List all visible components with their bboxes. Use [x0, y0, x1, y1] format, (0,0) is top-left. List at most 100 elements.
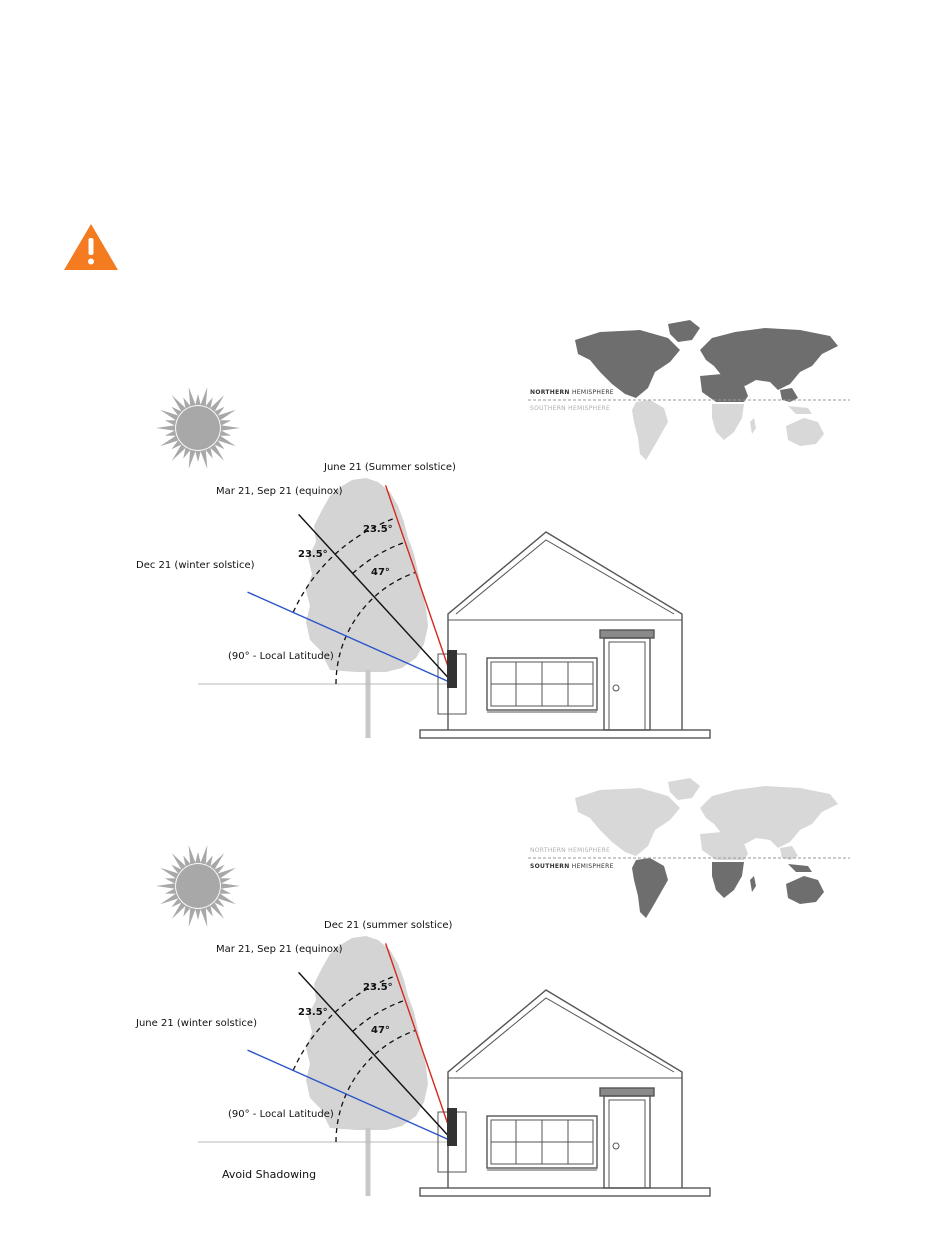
angle-lower-label: 23.5° — [298, 549, 328, 560]
sun-ray — [214, 440, 225, 450]
tree-icon — [306, 936, 428, 1196]
southern-hemisphere-label: SOUTHERN HEMISPHERE — [530, 863, 614, 870]
sun-ray — [188, 449, 196, 469]
northern-hemisphere-panel: NORTHERN HEMISPHERE SOUTHERN HEMISPHERE — [0, 310, 950, 780]
angle-total-label: 47° — [371, 1025, 390, 1036]
equinox-ray — [298, 971, 455, 1143]
sun-ray — [200, 387, 208, 407]
sun-ray — [171, 864, 182, 874]
sun-ray — [160, 435, 179, 447]
world-map: NORTHERN HEMISPHERE SOUTHERN HEMISPHERE — [528, 778, 850, 918]
orientation-diagram: NORTHERN HEMISPHERE SOUTHERN HEMISPHERE — [135, 778, 850, 1197]
sun-ray — [220, 883, 240, 889]
summer-solstice-label: June 21 (Summer solstice) — [323, 462, 456, 473]
sun-ray — [195, 908, 201, 920]
northern-hemisphere-label: NORTHERN HEMISPHERE — [530, 847, 610, 854]
sun-ray — [183, 397, 191, 409]
sun-ray — [200, 845, 208, 865]
sun-ray — [200, 449, 208, 469]
map-northern-landmass — [575, 320, 838, 402]
warning-icon — [64, 224, 118, 270]
house-illustration — [419, 531, 711, 739]
map-northern-landmass — [575, 778, 838, 860]
sun-ray — [160, 867, 179, 879]
map-southern-landmass — [632, 400, 824, 460]
sun-ray — [164, 430, 177, 436]
southern-hemisphere-label: SOUTHERN HEMISPHERE — [530, 405, 610, 412]
sun-ray — [205, 447, 213, 459]
sun-ray — [171, 898, 182, 908]
sun-ray — [217, 409, 236, 421]
sun-ray — [217, 893, 236, 905]
winter-solstice-label: June 21 (winter solstice) — [135, 1018, 257, 1029]
baseline-angle-label: (90° - Local Latitude) — [228, 1109, 334, 1120]
caption-label: Avoid Shadowing — [222, 1168, 316, 1181]
sun-ray — [160, 893, 179, 905]
sun-ray — [164, 878, 177, 884]
sun-ray — [210, 853, 225, 870]
sun-ray — [219, 888, 232, 894]
tree-icon — [306, 478, 428, 738]
sun-ray — [183, 855, 191, 867]
sun-ray — [200, 907, 208, 927]
equinox-label: Mar 21, Sep 21 (equinox) — [216, 486, 343, 497]
equinox-label: Mar 21, Sep 21 (equinox) — [216, 944, 343, 955]
sun-ray — [219, 430, 232, 436]
sun-ray — [205, 855, 213, 867]
sun-ray — [219, 878, 232, 884]
sun-ray — [214, 406, 225, 416]
summer-solstice-ray — [384, 943, 455, 1143]
sun-icon — [156, 387, 240, 469]
sun-ray — [195, 394, 201, 406]
sun-ray — [210, 444, 225, 461]
sun-ray — [160, 409, 179, 421]
map-southern-landmass — [632, 858, 824, 918]
angle-upper-label: 23.5° — [363, 524, 393, 535]
sun-ray — [214, 898, 225, 908]
house-illustration — [419, 989, 711, 1197]
sun-ray — [210, 395, 225, 412]
orientation-diagram: NORTHERN HEMISPHERE SOUTHERN HEMISPHERE — [136, 320, 850, 739]
sun-ray — [183, 905, 191, 917]
sun-ray — [210, 902, 225, 919]
sun-ray — [156, 883, 176, 889]
sun-ray — [171, 444, 186, 461]
sun-ray — [205, 905, 213, 917]
sun-ray — [188, 907, 196, 927]
sun-ray — [171, 395, 186, 412]
winter-solstice-label: Dec 21 (winter solstice) — [136, 560, 255, 571]
sun-ray — [195, 450, 201, 462]
baseline-angle-label: (90° - Local Latitude) — [228, 651, 334, 662]
sun-ray — [214, 864, 225, 874]
sun-icon — [156, 845, 240, 927]
sun-ray — [164, 420, 177, 426]
sun-ray — [217, 435, 236, 447]
sun-ray — [164, 888, 177, 894]
sun-ray — [220, 425, 240, 431]
sun-ray — [188, 387, 196, 407]
sun-ray — [195, 852, 201, 864]
winter-solstice-ray — [247, 591, 455, 685]
sun-ray — [171, 406, 182, 416]
angle-upper-label: 23.5° — [363, 982, 393, 993]
sun-ray — [171, 440, 182, 450]
northern-hemisphere-label: NORTHERN HEMISPHERE — [530, 389, 614, 396]
summer-solstice-ray — [384, 485, 455, 685]
sun-ray — [219, 420, 232, 426]
sun-ray — [183, 447, 191, 459]
equinox-ray — [298, 513, 455, 685]
angle-total-label: 47° — [371, 567, 390, 578]
solar-panel — [447, 1108, 457, 1146]
sun-ray — [171, 853, 186, 870]
angle-lower-label: 23.5° — [298, 1007, 328, 1018]
solar-panel — [447, 650, 457, 688]
sun-ray — [156, 425, 176, 431]
sun-ray — [205, 397, 213, 409]
summer-solstice-label: Dec 21 (summer solstice) — [324, 920, 452, 931]
sun-ray — [217, 867, 236, 879]
sun-ray — [171, 902, 186, 919]
world-map: NORTHERN HEMISPHERE SOUTHERN HEMISPHERE — [528, 320, 850, 460]
winter-solstice-ray — [247, 1049, 455, 1143]
southern-hemisphere-panel: NORTHERN HEMISPHERE SOUTHERN HEMISPHERE — [0, 768, 950, 1238]
